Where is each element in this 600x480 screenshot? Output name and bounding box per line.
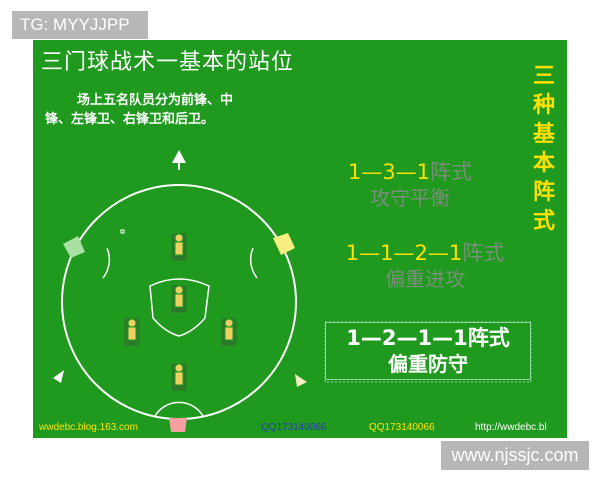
formation-3: 1—2—1—1阵式 偏重防守	[325, 322, 531, 380]
watermark-top: TG: MYYJJPP	[12, 11, 148, 39]
left-arrow	[53, 370, 64, 383]
description-line-2: 锋、左锋卫、右锋卫和后卫。	[45, 112, 215, 127]
formation-numbers: 1—2—1—1	[346, 326, 468, 350]
right-gate	[273, 233, 295, 255]
formation-suffix: 阵式	[462, 241, 505, 265]
right-gate-arc	[249, 247, 258, 279]
vertical-char: 式	[532, 209, 555, 234]
vertical-title: 三 种 基 本 阵 式	[529, 62, 559, 236]
formation-subtitle: 攻守平衡	[370, 186, 450, 210]
slide-title: 三门球战术一基本的站位	[41, 50, 295, 75]
vertical-char: 三	[532, 64, 555, 89]
formation-1: 1—3—1阵式 攻守平衡	[335, 159, 485, 211]
formation-suffix: 阵式	[430, 160, 473, 184]
field-diagram	[53, 150, 532, 432]
description-line-1: 场上五名队员分为前锋、中	[77, 93, 234, 108]
tactics-slide: 三门球战术一基本的站位 场上五名队员分为前锋、中 锋、左锋卫、右锋卫和后卫。 三…	[33, 40, 567, 438]
formation-subtitle: 偏重防守	[388, 352, 468, 376]
formation-subtitle: 偏重进攻	[385, 267, 465, 291]
bottom-gate	[169, 418, 187, 432]
vertical-char: 种	[532, 93, 555, 118]
formation-suffix: 阵式	[467, 326, 510, 350]
vertical-char: 本	[532, 151, 555, 176]
vertical-char: 阵	[532, 180, 555, 205]
footer-qq-2: QQ173140066	[369, 422, 435, 433]
watermark-bottom: www.njssjc.com	[441, 441, 589, 470]
bottom-gate-arc	[154, 401, 204, 417]
vertical-char: 基	[532, 122, 555, 147]
marker	[120, 229, 125, 234]
footer-blog: wwdebc.blog.163.com	[39, 422, 138, 433]
left-gate-arc	[102, 247, 111, 279]
footer-qq-1: QQ173140066	[261, 422, 327, 433]
formation-numbers: 1—3—1	[347, 160, 431, 184]
right-arrow	[295, 374, 307, 387]
footer-site: http://wwdebc.bl	[475, 422, 547, 433]
formation-2: 1—1—2—1阵式 偏重进攻	[333, 240, 517, 292]
center-zone	[149, 278, 210, 337]
top-arrow	[172, 150, 186, 163]
formation-numbers: 1—1—2—1	[345, 241, 463, 265]
left-gate	[63, 236, 85, 258]
